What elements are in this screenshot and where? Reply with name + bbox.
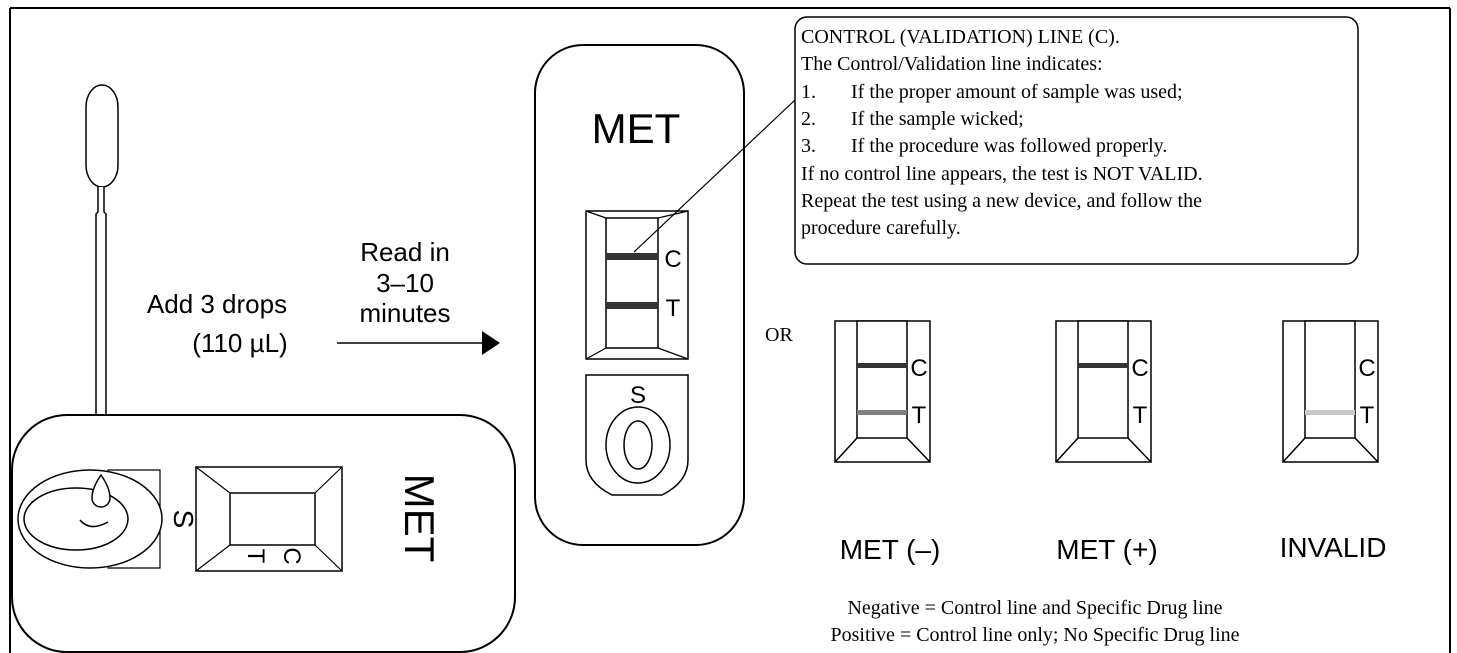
device-vertical-control-band bbox=[606, 253, 658, 260]
result-strip-frame bbox=[834, 320, 931, 463]
dropper-bulb bbox=[85, 84, 119, 188]
callout-item-text-3: If the procedure was followed properly. bbox=[851, 135, 1167, 157]
callout-item-text-1: If the proper amount of sample was used; bbox=[851, 81, 1183, 103]
callout-pointer bbox=[633, 99, 796, 253]
sample-well-inner bbox=[23, 487, 129, 551]
device-vertical-sample-label: S bbox=[630, 382, 646, 409]
callout-item-num-3: 3. bbox=[801, 135, 816, 157]
or-label: OR bbox=[765, 324, 793, 346]
result-invalid-label: INVALID bbox=[1280, 532, 1387, 563]
legend-positive: Positive = Control line only; No Specifi… bbox=[830, 624, 1239, 646]
result-invalid: C T bbox=[1282, 320, 1379, 463]
device-vertical-well-inner bbox=[623, 420, 653, 470]
read-time-text-3: minutes bbox=[359, 298, 450, 328]
result-neg-control-label: C bbox=[910, 355, 927, 382]
device-horizontal-bevels bbox=[195, 466, 343, 572]
callout-item-num-1: 1. bbox=[801, 81, 816, 103]
device-vertical-name: MET bbox=[592, 105, 681, 152]
device-vertical-window bbox=[605, 217, 659, 349]
callout-repeat-1: Repeat the test using a new device, and … bbox=[801, 190, 1202, 212]
device-horizontal-name: MET bbox=[396, 474, 443, 563]
result-invalid-test-band bbox=[1305, 410, 1355, 415]
dropper-neck bbox=[95, 187, 107, 416]
result-pos-label: MET (+) bbox=[1056, 534, 1157, 565]
result-pos: C T bbox=[1055, 320, 1152, 463]
legend-negative: Negative = Control line and Specific Dru… bbox=[847, 597, 1222, 619]
read-time-text-1: Read in bbox=[360, 237, 450, 267]
callout-intro: The Control/Validation line indicates: bbox=[801, 53, 1103, 75]
device-horizontal-window bbox=[229, 492, 316, 546]
result-invalid-control-label: C bbox=[1358, 355, 1375, 382]
dropper bbox=[85, 84, 119, 416]
callout-title: CONTROL (VALIDATION) LINE (C). bbox=[801, 26, 1120, 48]
callout-warning: If no control line appears, the test is … bbox=[801, 163, 1203, 185]
result-neg-control-band bbox=[857, 363, 907, 368]
device-vertical-control-label: C bbox=[664, 246, 681, 273]
sample-ripple bbox=[79, 519, 109, 528]
result-invalid-test-label: T bbox=[1360, 402, 1375, 429]
control-line-callout: CONTROL (VALIDATION) LINE (C). The Contr… bbox=[633, 16, 1359, 265]
device-horizontal-control-label: C bbox=[278, 547, 305, 564]
result-pos-control-label: C bbox=[1131, 355, 1148, 382]
result-neg-label: MET (–) bbox=[840, 534, 941, 565]
add-drops-text-2: (110 µL) bbox=[192, 328, 287, 358]
callout-item-text-2: If the sample wicked; bbox=[851, 108, 1024, 130]
add-drops-text-1: Add 3 drops bbox=[147, 289, 287, 319]
result-neg-test-band bbox=[857, 410, 907, 415]
callout-item-num-2: 2. bbox=[801, 108, 816, 130]
result-pos-test-label: T bbox=[1133, 402, 1148, 429]
result-pos-control-band bbox=[1078, 363, 1128, 368]
callout-box bbox=[794, 16, 1359, 265]
callout-repeat-2: procedure carefully. bbox=[801, 217, 961, 239]
device-horizontal-sample-label: S bbox=[168, 510, 199, 529]
result-neg: C T bbox=[834, 320, 931, 463]
arrow bbox=[337, 331, 500, 355]
result-strip-frame bbox=[1055, 320, 1152, 463]
device-vertical-test-label: T bbox=[666, 295, 681, 322]
read-time-text-2: 3–10 bbox=[376, 268, 434, 298]
result-strip-frame bbox=[1282, 320, 1379, 463]
device-vertical-test-band bbox=[606, 302, 658, 309]
result-neg-test-label: T bbox=[912, 402, 927, 429]
device-horizontal-test-label: T bbox=[242, 549, 269, 564]
device-horizontal: S C T MET bbox=[11, 414, 516, 653]
drop-3 bbox=[91, 473, 111, 508]
device-vertical: MET C T S bbox=[534, 44, 745, 546]
arrow-head-icon bbox=[482, 331, 500, 355]
